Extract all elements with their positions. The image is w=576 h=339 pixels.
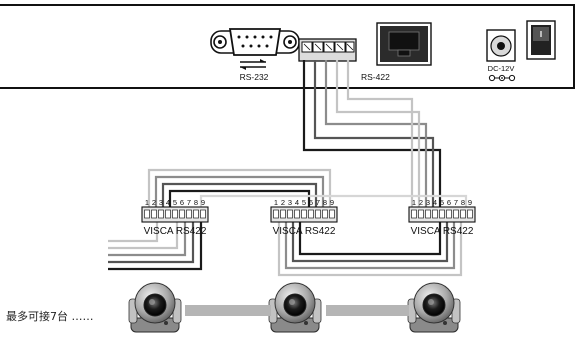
ptz-camera-1 xyxy=(128,282,182,333)
wire-cam1-out xyxy=(108,222,159,243)
terminal-pin xyxy=(273,209,279,219)
terminal-pin xyxy=(301,209,307,219)
pin-number: 4 xyxy=(295,198,299,207)
pin-number: 9 xyxy=(330,198,334,207)
visca-rs422-label: VISCA RS422 xyxy=(411,226,474,237)
pin-number: 3 xyxy=(426,198,430,207)
terminal-pin xyxy=(467,209,473,219)
terminal-pin xyxy=(287,209,293,219)
wire-cam1-to-cam2 xyxy=(154,175,325,210)
pin-number: 7 xyxy=(454,198,458,207)
wire-cam1-to-cam2 xyxy=(147,168,332,210)
rs422-label: RS-422 xyxy=(361,72,390,82)
wire-panel-to-cam3 xyxy=(346,60,414,210)
terminal-pin xyxy=(280,209,286,219)
pin-number: 6 xyxy=(309,198,313,207)
pin-number: 7 xyxy=(187,198,191,207)
rs232-label: RS-232 xyxy=(240,72,269,82)
terminal-pin xyxy=(186,209,192,219)
camera-link-bar xyxy=(326,305,409,316)
pin-number: 1 xyxy=(274,198,278,207)
wire-cam1-out xyxy=(108,222,179,250)
terminal-pin xyxy=(329,209,335,219)
pin-number: 2 xyxy=(152,198,156,207)
wire-cam1-out xyxy=(108,222,195,264)
wire-cam1-to-cam2 xyxy=(168,189,311,210)
wire-cam2-to-cam3 xyxy=(298,222,442,256)
ptz-camera-3 xyxy=(407,282,461,333)
terminal-pin xyxy=(315,209,321,219)
pin-number: 7 xyxy=(316,198,320,207)
terminal-pin xyxy=(158,209,164,219)
ethernet-port-icon xyxy=(376,22,432,66)
wire-cam2-to-cam3 xyxy=(277,222,463,277)
pin-number: 5 xyxy=(173,198,177,207)
terminal-pin xyxy=(425,209,431,219)
pin-number: 2 xyxy=(281,198,285,207)
terminal-pin xyxy=(179,209,185,219)
terminal-pin xyxy=(151,209,157,219)
wire-panel-to-cam3 xyxy=(324,60,428,210)
pin-number: 1 xyxy=(145,198,149,207)
terminal-pin xyxy=(446,209,452,219)
dc-12v-label: DC-12V xyxy=(488,64,515,73)
pin-number: 4 xyxy=(166,198,170,207)
pin-number: 5 xyxy=(440,198,444,207)
terminal-pin xyxy=(322,209,328,219)
pin-number: 8 xyxy=(194,198,198,207)
terminal-pin xyxy=(193,209,199,219)
pin-number: 6 xyxy=(447,198,451,207)
rs422-terminal-block xyxy=(298,38,357,62)
terminal-pin xyxy=(432,209,438,219)
wire-panel-to-cam3 xyxy=(313,60,435,210)
pin-number: 8 xyxy=(461,198,465,207)
terminal-pin xyxy=(418,209,424,219)
visca-rs422-label: VISCA RS422 xyxy=(273,226,336,237)
visca-rs422-label: VISCA RS422 xyxy=(144,226,207,237)
camera-link-bar xyxy=(185,305,271,316)
wire-cam2-to-cam3 xyxy=(284,222,456,270)
terminal-pin xyxy=(165,209,171,219)
terminal-pin xyxy=(439,209,445,219)
wire-cam1-to-cam3 xyxy=(199,194,468,210)
pin-number: 8 xyxy=(323,198,327,207)
wire-panel-to-cam3 xyxy=(335,60,421,210)
wire-panel-to-cam3 xyxy=(302,60,442,210)
wire-cam1-out xyxy=(108,222,203,271)
terminal-pin xyxy=(294,209,300,219)
terminal-pin xyxy=(200,209,206,219)
terminal-pin xyxy=(144,209,150,219)
pin-number: 5 xyxy=(302,198,306,207)
pin-number: 4 xyxy=(433,198,437,207)
terminal-pin xyxy=(308,209,314,219)
ptz-camera-2 xyxy=(268,282,322,333)
dc-polarity-icon xyxy=(488,74,516,82)
pin-number: 2 xyxy=(419,198,423,207)
power-switch xyxy=(526,20,556,60)
pin-number: 3 xyxy=(288,198,292,207)
pin-number: 6 xyxy=(180,198,184,207)
terminal-pin xyxy=(411,209,417,219)
bidirectional-arrow-icon xyxy=(240,59,266,70)
max-cameras-note: 最多可接7台 …… xyxy=(6,309,94,323)
dc-power-jack xyxy=(486,29,516,62)
terminal-pin xyxy=(453,209,459,219)
wiring xyxy=(108,60,468,277)
pin-number: 1 xyxy=(412,198,416,207)
pin-number: 9 xyxy=(201,198,205,207)
wire-cam2-to-cam3 xyxy=(291,222,449,263)
wire-cam1-out xyxy=(108,222,187,257)
pin-number: 3 xyxy=(159,198,163,207)
terminal-pin xyxy=(460,209,466,219)
pin-number: 9 xyxy=(468,198,472,207)
terminal-pin xyxy=(172,209,178,219)
